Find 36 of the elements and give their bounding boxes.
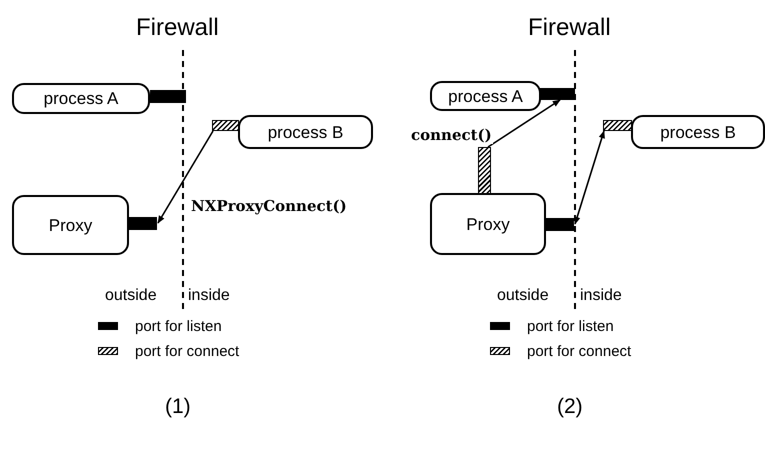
edge-label: connect() — [410, 126, 493, 144]
process-box — [430, 81, 541, 111]
legend-label: port for listen — [527, 318, 614, 335]
listen-port — [150, 90, 186, 103]
process-box — [631, 115, 765, 149]
process-name: Proxy — [465, 214, 511, 234]
process-name: process B — [659, 122, 737, 142]
firewall-label: Firewall — [528, 14, 611, 42]
process-box — [12, 83, 150, 114]
arrow — [574, 130, 605, 225]
process-name: process A — [447, 86, 524, 106]
panel-number: (2) — [557, 395, 583, 419]
legend-label: port for connect — [527, 343, 632, 360]
listen-port — [128, 217, 157, 230]
process-box — [12, 195, 129, 255]
zone-label: inside — [580, 287, 622, 305]
legend-label: port for listen — [135, 318, 222, 335]
arrow — [157, 130, 214, 224]
process-box — [430, 193, 546, 255]
panel-number: (1) — [165, 395, 191, 419]
connect-port — [212, 120, 239, 131]
arrow — [488, 99, 561, 148]
connect-port — [478, 147, 491, 194]
process-box — [238, 115, 373, 149]
legend-label: port for connect — [135, 343, 240, 360]
listen-port — [545, 218, 574, 231]
firewall-label: Firewall — [136, 14, 219, 42]
process-name: process A — [42, 88, 120, 109]
edge-label: NXProxyConnect() — [190, 197, 348, 215]
connect-port — [603, 120, 632, 131]
zone-label: outside — [497, 287, 549, 305]
zone-label: outside — [105, 287, 157, 305]
process-name: Proxy — [48, 214, 94, 236]
listen-port — [540, 88, 575, 100]
zone-label: inside — [188, 287, 230, 305]
process-name: process B — [266, 122, 344, 142]
